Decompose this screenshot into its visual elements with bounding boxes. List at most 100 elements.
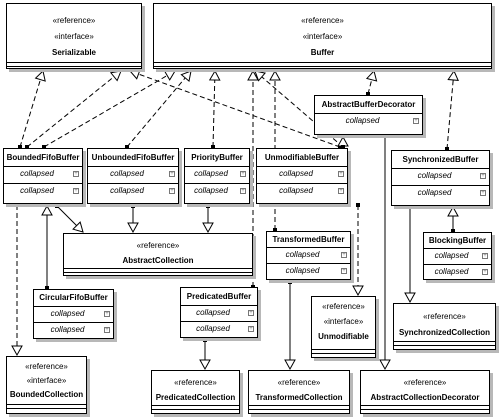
- circular-fifo-buffer-class[interactable]: CircularFifoBuffer collapsed+ collapsed+: [33, 289, 114, 339]
- generalization-arrowhead: [337, 135, 349, 147]
- bounded-fifo-buffer-class[interactable]: BoundedFifoBuffer collapsed+ collapsed+: [3, 148, 83, 204]
- realization-line: [26, 70, 122, 148]
- reference-stereotype: «reference»: [403, 378, 447, 387]
- unmodifiable-buffer-class[interactable]: UnmodifiableBuffer collapsed + collapsed +: [256, 148, 348, 204]
- reference-stereotype: «reference»: [52, 16, 96, 25]
- generalization-arrowhead: [72, 221, 84, 233]
- expand-toggle-icon[interactable]: +: [338, 188, 344, 194]
- expand-toggle-icon[interactable]: +: [338, 171, 344, 177]
- class-name: PredicatedCollection: [155, 393, 236, 402]
- collapsed-section: collapsed: [110, 169, 144, 178]
- interface-stereotype: «interface»: [323, 317, 364, 326]
- expand-toggle-icon[interactable]: +: [341, 268, 347, 274]
- collapsed-section: collapsed: [285, 266, 320, 275]
- connection-endpoint: [25, 145, 29, 149]
- generalization-arrowhead: [269, 69, 281, 81]
- bounded-collection-interface[interactable]: «reference» «interface» BoundedCollectio…: [6, 356, 87, 414]
- expand-toggle-icon[interactable]: +: [240, 188, 246, 194]
- expand-toggle-icon[interactable]: +: [104, 327, 110, 333]
- collapsed-section: collapsed: [279, 186, 313, 195]
- synchronized-collection-class[interactable]: «reference» SynchronizedCollection: [393, 303, 496, 350]
- generalization-arrowhead: [379, 359, 391, 371]
- collapsed-section: collapsed: [417, 188, 452, 197]
- expand-toggle-icon[interactable]: +: [73, 188, 79, 194]
- connection-endpoint: [211, 145, 215, 149]
- generalization-arrowhead: [163, 70, 176, 81]
- connection-endpoint: [451, 229, 455, 233]
- generalization-arrowhead: [129, 68, 141, 80]
- generalization-arrowhead: [447, 69, 459, 81]
- connection-endpoint: [131, 204, 135, 208]
- class-name: AbstractBufferDecorator: [321, 100, 416, 109]
- transformed-buffer-class[interactable]: TransformedBuffer collapsed + collapsed +: [266, 231, 351, 280]
- connection-endpoint: [203, 338, 207, 342]
- realization-line: [129, 70, 341, 148]
- interface-stereotype: «interface»: [26, 376, 67, 385]
- interface-stereotype: «interface»: [54, 32, 94, 41]
- reference-stereotype: «reference»: [277, 378, 321, 387]
- connection-endpoint: [55, 204, 59, 208]
- collapsed-section: collapsed: [20, 169, 54, 178]
- collapsed-section: collapsed: [50, 325, 85, 334]
- expand-toggle-icon[interactable]: +: [480, 173, 486, 179]
- synchronized-buffer-class[interactable]: SynchronizedBuffer collapsed+ collapsed+: [391, 150, 490, 206]
- collapsed-section: collapsed: [196, 324, 230, 333]
- collapsed-section: collapsed: [20, 186, 54, 195]
- expand-toggle-icon[interactable]: +: [482, 269, 488, 275]
- collapsed-section: collapsed: [279, 169, 313, 178]
- realization-line: [19, 70, 44, 148]
- class-name: AbstractCollection: [122, 256, 194, 265]
- realization-line: [212, 70, 216, 148]
- generalization-arrowhead: [34, 70, 46, 82]
- unmodifiable-interface[interactable]: «reference» «interface» Unmodifiable: [311, 296, 376, 358]
- expand-toggle-icon[interactable]: +: [341, 252, 347, 258]
- abstract-collection-decorator-class[interactable]: «reference» AbstractCollectionDecorator: [360, 370, 490, 414]
- class-name: Buffer: [310, 48, 335, 57]
- expand-toggle-icon[interactable]: +: [104, 311, 110, 317]
- predicated-collection-class[interactable]: «reference» PredicatedCollection: [151, 370, 240, 414]
- connection-endpoint: [288, 280, 292, 284]
- class-name: Serializable: [51, 48, 97, 57]
- connection-endpoint: [356, 203, 360, 207]
- class-name: CircularFifoBuffer: [39, 293, 108, 302]
- collapsed-section: collapsed: [196, 308, 230, 317]
- realization-line: [43, 70, 176, 148]
- serializable-interface[interactable]: «reference» «interface» Serializable: [6, 3, 142, 69]
- expand-toggle-icon[interactable]: +: [73, 171, 79, 177]
- collapsed-section: collapsed: [434, 267, 469, 276]
- expand-toggle-icon[interactable]: +: [169, 188, 175, 194]
- predicated-buffer-class[interactable]: PredicatedBuffer collapsed+ collapsed+: [180, 287, 258, 338]
- expand-toggle-icon[interactable]: +: [248, 326, 254, 332]
- generalization-arrowhead: [202, 222, 214, 234]
- expand-toggle-icon[interactable]: +: [240, 171, 246, 177]
- abstract-collection-class[interactable]: «reference» AbstractCollection: [63, 233, 253, 276]
- abstract-buffer-decorator-class[interactable]: AbstractBufferDecorator collapsed +: [314, 95, 423, 135]
- class-name: BoundedCollection: [9, 390, 84, 399]
- class-name: TransformedBuffer: [272, 235, 345, 244]
- reference-stereotype: «reference»: [136, 241, 180, 250]
- connection-endpoint: [15, 203, 19, 207]
- collapsed-section: collapsed: [345, 116, 380, 125]
- transformed-collection-class[interactable]: «reference» TransformedCollection: [248, 370, 350, 414]
- collapsed-section: collapsed: [285, 250, 320, 259]
- expand-toggle-icon[interactable]: +: [482, 253, 488, 259]
- blocking-buffer-class[interactable]: BlockingBuffer collapsed+ collapsed+: [423, 232, 492, 280]
- expand-toggle-icon[interactable]: +: [413, 118, 419, 124]
- connection-endpoint: [125, 145, 129, 149]
- buffer-interface[interactable]: «reference» «interface» Buffer: [153, 3, 492, 69]
- expand-toggle-icon[interactable]: +: [169, 171, 175, 177]
- expand-toggle-icon[interactable]: +: [480, 190, 486, 196]
- priority-buffer-class[interactable]: PriorityBuffer collapsed+ collapsed+: [184, 148, 250, 204]
- generalization-arrowhead: [284, 359, 296, 371]
- expand-toggle-icon[interactable]: +: [248, 310, 254, 316]
- class-name: Unmodifiable: [318, 332, 369, 341]
- connection-endpoint: [338, 145, 342, 149]
- class-name: UnboundedFifoBuffer: [91, 153, 175, 162]
- unbounded-fifo-buffer-class[interactable]: UnboundedFifoBuffer collapsed+ collapsed…: [87, 148, 179, 204]
- connection-endpoint: [42, 145, 46, 149]
- connection-endpoint: [273, 228, 277, 232]
- class-name: UnmodifiableBuffer: [264, 153, 340, 162]
- connection-endpoint: [341, 145, 345, 149]
- generalization-arrowhead: [247, 69, 259, 81]
